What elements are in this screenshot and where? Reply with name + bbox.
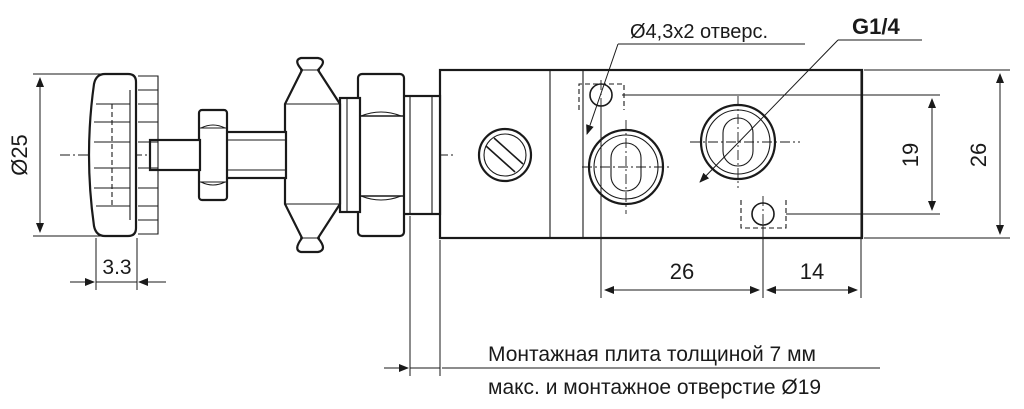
valve-body [438, 68, 864, 240]
note-line-1: Монтажная плита толщиной 7 мм [488, 343, 816, 366]
dimension-knob-diameter: Ø25 [7, 73, 104, 237]
dim-label-knob-offset: 3.3 [102, 256, 131, 279]
dim-label-port-to-port: 26 [670, 259, 694, 284]
hex-nut [356, 72, 442, 238]
dim-label-body-height: 26 [966, 143, 991, 167]
dimension-hole-spacing: 19 [622, 94, 940, 215]
dimension-hole-spec: Ø4,3x2 отверс. [586, 21, 805, 135]
push-collar [283, 56, 342, 254]
dimension-knob-offset: 3.3 [70, 238, 166, 290]
port-1 [582, 120, 670, 214]
stem [224, 130, 288, 180]
port-2 [690, 96, 800, 188]
dim-label-hole-spacing: 19 [898, 143, 923, 167]
dim-label-knob-diameter: Ø25 [7, 134, 32, 176]
dimension-port-spacing: 26 14 [600, 106, 862, 298]
knob [87, 72, 159, 238]
dim-label-hole-spec: Ø4,3x2 отверс. [630, 21, 768, 43]
dimension-plate-thickness: Монтажная плита толщиной 7 мм макс. и мо… [384, 216, 880, 399]
dimension-port-thread: G1/4 [699, 14, 922, 183]
slotted-screw-icon [477, 127, 533, 183]
dimension-body-height: 26 [864, 69, 1010, 239]
dim-label-port-to-end: 14 [800, 259, 824, 284]
washer [338, 96, 362, 214]
dim-label-port-thread: G1/4 [852, 14, 900, 39]
note-line-2: макс. и монтажное отверстие Ø19 [488, 376, 821, 399]
stem-hex [197, 108, 229, 202]
